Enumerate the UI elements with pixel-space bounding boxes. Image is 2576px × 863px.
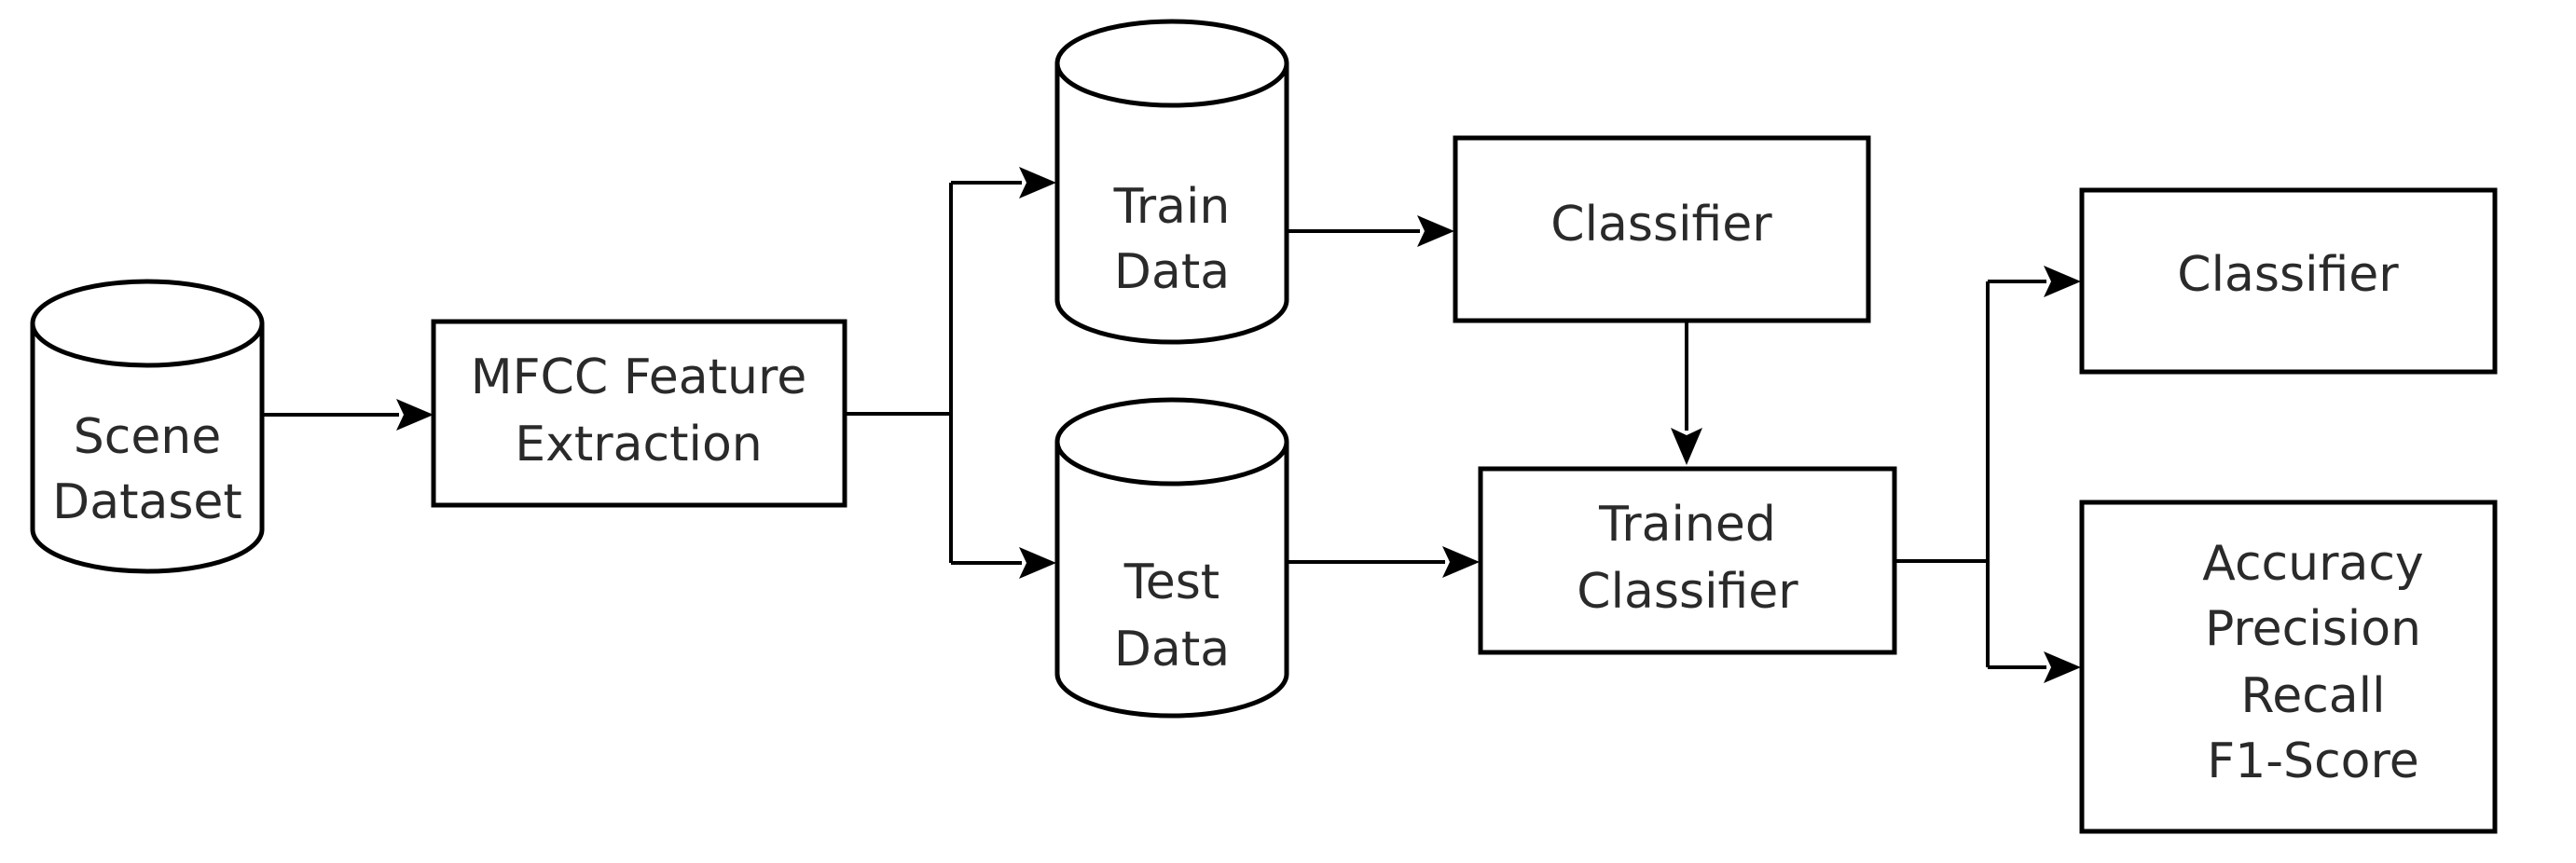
node-label-line1: Train (1113, 179, 1231, 235)
cylinder-top (1054, 19, 1289, 108)
node-classifier-right: Classifier (2079, 187, 2498, 375)
metric-accuracy: Accuracy (2202, 536, 2423, 592)
edge-classifier-to-trained-head (1671, 428, 1702, 465)
node-box (1478, 466, 1897, 655)
cylinder-top (30, 279, 265, 368)
node-box (1453, 135, 1871, 323)
metric-precision: Precision (2205, 601, 2421, 657)
edges (263, 167, 2081, 683)
node-label-line1: MFCC Feature (471, 349, 806, 405)
node-label-line1: Scene (74, 409, 222, 465)
node-classifier-top: Classifier (1453, 135, 1871, 323)
node-train-data: Train Data (1054, 19, 1289, 345)
node-label-line2: Data (1114, 244, 1230, 300)
node-box (431, 319, 847, 508)
node-label-line2: Extraction (515, 417, 762, 473)
cylinder-top (1054, 397, 1289, 486)
node-test-data: Test Data (1054, 397, 1289, 719)
node-scene-dataset: Scene Dataset (30, 279, 265, 574)
edge-split-to-metrics-head (2044, 651, 2081, 683)
node-label-line2: Data (1114, 622, 1230, 678)
edge-scene-to-mfcc-head (396, 399, 434, 431)
edge-train-to-classifier-head (1417, 215, 1454, 247)
cylinder-body (1054, 442, 1289, 719)
node-label-line2: Dataset (52, 474, 242, 530)
node-label-line1: Trained (1598, 497, 1776, 553)
node-label: Classifier (2177, 247, 2399, 303)
metric-f1-score: F1-Score (2207, 733, 2418, 789)
node-metrics: Accuracy Precision Recall F1-Score (2079, 500, 2498, 834)
edge-split-to-classifier-right-head (2044, 266, 2081, 297)
edge-test-to-trained-head (1442, 546, 1480, 578)
node-label-line2: Classifier (1577, 564, 1798, 620)
cylinder-body (1054, 63, 1289, 345)
node-box (2079, 187, 2498, 375)
node-box (2079, 500, 2498, 834)
node-label-line1: Test (1123, 555, 1219, 610)
node-mfcc-feature-extraction: MFCC Feature Extraction (431, 319, 847, 508)
node-label: Classifier (1550, 197, 1772, 253)
node-trained-classifier: Trained Classifier (1478, 466, 1897, 655)
cylinder-body (30, 323, 265, 574)
edge-split-to-train-head (1019, 167, 1056, 199)
metric-recall: Recall (2240, 668, 2385, 724)
edge-split-to-test-head (1019, 547, 1056, 579)
